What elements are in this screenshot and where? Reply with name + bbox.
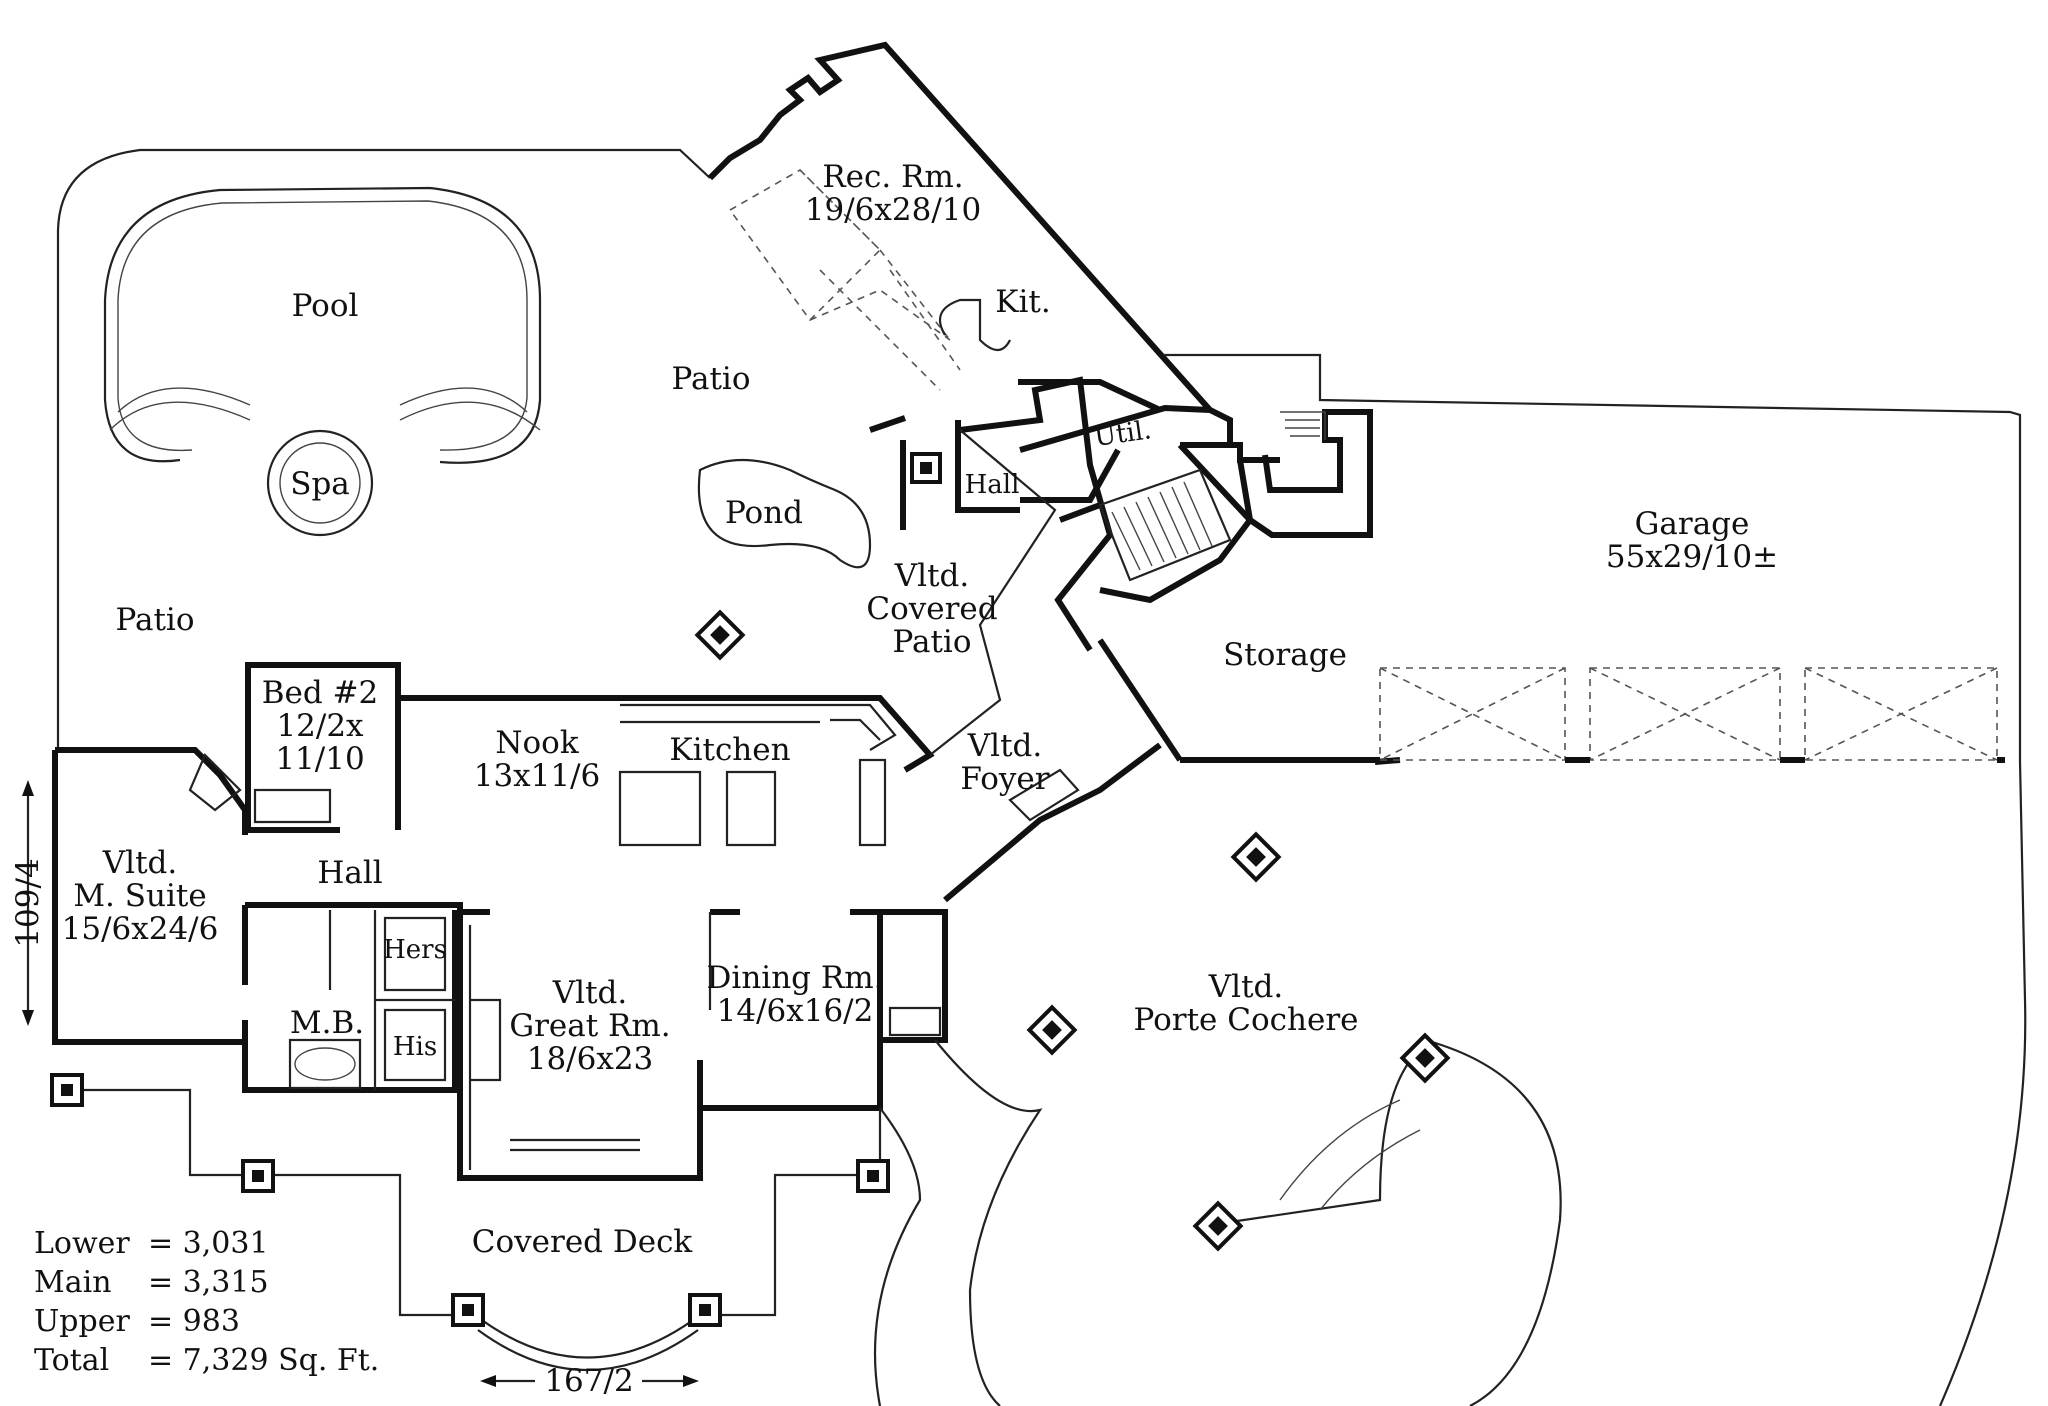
great-room-dim: 18/6x23 [527,1041,654,1077]
foyer-line1: Vltd. [967,728,1042,764]
patio-label-left: Patio [116,602,195,638]
pool-outline [103,186,542,464]
column [451,1293,485,1327]
area-summary: Lower = 3,031 Main = 3,315 Upper = 983 T… [34,1226,379,1378]
nook-dim: 13x11/6 [474,758,601,794]
depth-dimension-label: 109/4 [10,858,46,947]
pool-label: Pool [292,288,359,324]
area-value-lower: = 3,031 [148,1226,269,1261]
porte-cochere-line2: Porte Cochere [1134,1002,1359,1038]
column [1026,1004,1078,1056]
covered-patio-line3: Patio [893,624,972,660]
patio-boundary [56,148,711,750]
bed2-dim1: 12/2x [276,708,364,744]
pond-outline [697,458,872,569]
width-dimension-line [480,1375,699,1387]
service-core-walls [959,376,1373,652]
dining-room-label: Dining Rm. [707,960,884,996]
garage-walls [1097,353,2022,765]
column [910,452,942,484]
area-label-total: Total [34,1343,109,1378]
area-label-main: Main [34,1265,112,1300]
porte-cochere-line1: Vltd. [1208,969,1283,1005]
rec-room-label: Rec. Rm. [822,159,963,195]
master-suite-line1: Vltd. [102,845,177,881]
column [1230,831,1282,883]
area-label-upper: Upper [34,1304,130,1339]
column [694,609,746,661]
column [688,1293,722,1327]
depth-dimension-line [22,780,34,1026]
spa-outline [266,429,374,537]
upper-hall-label: Hall [965,470,1020,500]
columns [50,452,1451,1327]
bed2-dim2: 11/10 [275,741,364,777]
area-label-lower: Lower [34,1226,130,1261]
kit-label: Kit. [995,284,1050,320]
column [1192,1200,1244,1252]
rec-room-walls [707,41,1213,530]
great-room-line2: Great Rm. [509,1008,670,1044]
rec-room-dim: 19/6x28/10 [805,192,981,228]
porte-cochere-outline [873,761,2027,1406]
covered-deck-label: Covered Deck [472,1224,693,1260]
covered-patio-line1: Vltd. [894,558,969,594]
nook-label: Nook [495,725,578,761]
column [241,1159,275,1193]
bed2-label: Bed #2 [262,675,379,711]
master-bath-label: M.B. [290,1005,364,1041]
width-dimension-label: 167/2 [544,1363,633,1399]
column [1399,1032,1451,1084]
covered-patio-line2: Covered [866,591,997,627]
area-value-upper: = 983 [148,1304,240,1339]
kitchen-label: Kitchen [669,732,790,768]
master-suite-line2: M. Suite [73,878,206,914]
great-room-line1: Vltd. [552,975,627,1011]
hers-closet-label: Hers [383,935,447,965]
patio-label-center: Patio [672,361,751,397]
dining-room-dim: 14/6x16/2 [717,993,874,1029]
foyer-line2: Foyer [960,761,1049,797]
garage-label: Garage [1635,506,1750,542]
main-hall-label: Hall [317,855,382,891]
garage-dim: 55x29/10± [1606,539,1778,575]
storage-label: Storage [1223,637,1347,673]
column [856,1159,890,1193]
area-value-total: = 7,329 Sq. Ft. [148,1343,379,1378]
pond-label: Pond [725,495,803,531]
main-house-walls [52,429,1162,1181]
spa-label: Spa [290,466,350,502]
column [50,1073,84,1107]
area-value-main: = 3,315 [148,1265,269,1300]
covered-deck-outline [70,1088,882,1372]
util-label: Util. [1092,415,1153,453]
his-closet-label: His [393,1032,437,1062]
master-suite-dim: 15/6x24/6 [62,911,219,947]
